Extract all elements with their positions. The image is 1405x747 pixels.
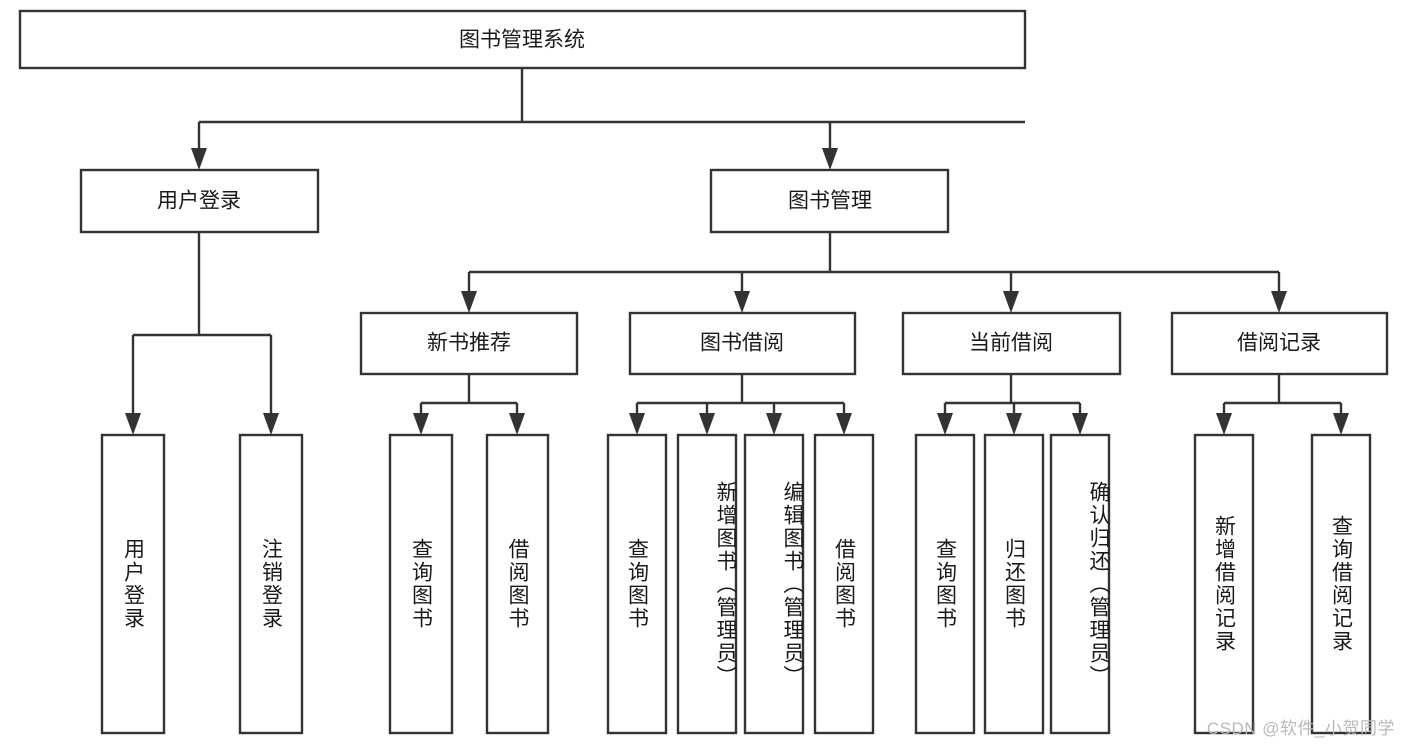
leaf-box-query-book-2[interactable]	[606, 433, 668, 735]
new-book-recommend-box[interactable]	[359, 311, 579, 376]
book-management-box[interactable]	[709, 168, 950, 234]
arrow-borrow-to-leaf2	[699, 413, 715, 435]
current-borrow-box[interactable]	[901, 311, 1122, 376]
current-borrow-label: 当前借阅	[969, 332, 1053, 355]
leaf-box-borrow-book-2[interactable]	[813, 433, 875, 735]
arrow-newbook-to-leaf2	[509, 413, 525, 435]
edge-group-root-to-level2	[191, 68, 1025, 170]
edge-group-current-to-leaves	[937, 374, 1088, 435]
book-management-label: 图书管理	[788, 190, 872, 213]
leaf-box-logout-login[interactable]	[238, 433, 304, 735]
node-user-login[interactable]: 用户登录	[79, 168, 320, 234]
arrow-record-to-leaf2	[1333, 413, 1349, 435]
edge-group-newbook-to-leaves	[413, 374, 525, 435]
node-new-book-recommend[interactable]: 新书推荐	[359, 311, 579, 376]
root-node-label: 图书管理系统	[459, 29, 585, 52]
arrow-bookmgmt-to-borrow	[734, 291, 750, 313]
book-borrow-box[interactable]	[628, 311, 857, 376]
leaf-box-query-book-3[interactable]	[914, 433, 976, 735]
arrow-current-to-leaf3	[1072, 413, 1088, 435]
arrow-record-to-leaf1	[1216, 413, 1232, 435]
csdn-watermark: CSDN @软件_小贺同学	[1206, 719, 1395, 738]
leaf-box-group	[100, 433, 1372, 735]
arrow-bookmgmt-to-current	[1003, 291, 1019, 313]
node-book-management[interactable]: 图书管理	[709, 168, 950, 234]
new-book-recommend-label: 新书推荐	[427, 332, 511, 355]
arrow-current-to-leaf2	[1006, 413, 1022, 435]
node-current-borrow[interactable]: 当前借阅	[901, 311, 1122, 376]
user-login-box[interactable]	[79, 168, 320, 234]
leaf-box-user-login[interactable]	[100, 433, 166, 735]
book-borrow-label: 图书借阅	[700, 332, 784, 355]
user-login-label: 用户登录	[157, 190, 241, 213]
root-node-box[interactable]	[18, 9, 1027, 70]
leaf-box-return-book[interactable]	[983, 433, 1045, 735]
arrow-current-to-leaf1	[937, 413, 953, 435]
arrow-bookmgmt-to-newbook	[461, 291, 477, 313]
arrow-newbook-to-leaf1	[413, 413, 429, 435]
edge-group-bookmgmt-to-level3	[461, 232, 1287, 313]
edge-group-borrow-to-leaves	[629, 374, 852, 435]
arrow-borrow-to-leaf1	[629, 413, 645, 435]
arrow-userlogin-to-leaf1	[125, 413, 141, 435]
leaf-box-query-borrow-record[interactable]	[1310, 433, 1372, 735]
arrow-borrow-to-leaf4	[836, 413, 852, 435]
arrow-borrow-to-leaf3	[766, 413, 782, 435]
edge-group-record-to-leaves	[1216, 374, 1349, 435]
borrow-record-label: 借阅记录	[1237, 332, 1321, 355]
borrow-record-box[interactable]	[1170, 311, 1389, 376]
node-root-book-management-system[interactable]: 图书管理系统	[18, 9, 1027, 70]
arrow-root-to-user-login	[191, 148, 207, 170]
arrow-bookmgmt-to-record	[1271, 291, 1287, 313]
leaf-box-borrow-book-1[interactable]	[485, 433, 550, 735]
arrow-userlogin-to-leaf2	[263, 413, 279, 435]
node-book-borrow[interactable]: 图书借阅	[628, 311, 857, 376]
leaf-box-add-book-admin[interactable]	[676, 433, 738, 735]
leaf-box-add-borrow-record[interactable]	[1193, 433, 1255, 735]
node-borrow-record[interactable]: 借阅记录	[1170, 311, 1389, 376]
leaf-box-query-book-1[interactable]	[388, 433, 454, 735]
leaf-box-edit-book-admin[interactable]	[743, 433, 805, 735]
leaf-box-confirm-return-admin[interactable]	[1049, 433, 1111, 735]
arrow-root-to-book-mgmt	[822, 148, 838, 170]
edge-group-userlogin-to-leaves	[125, 232, 279, 435]
